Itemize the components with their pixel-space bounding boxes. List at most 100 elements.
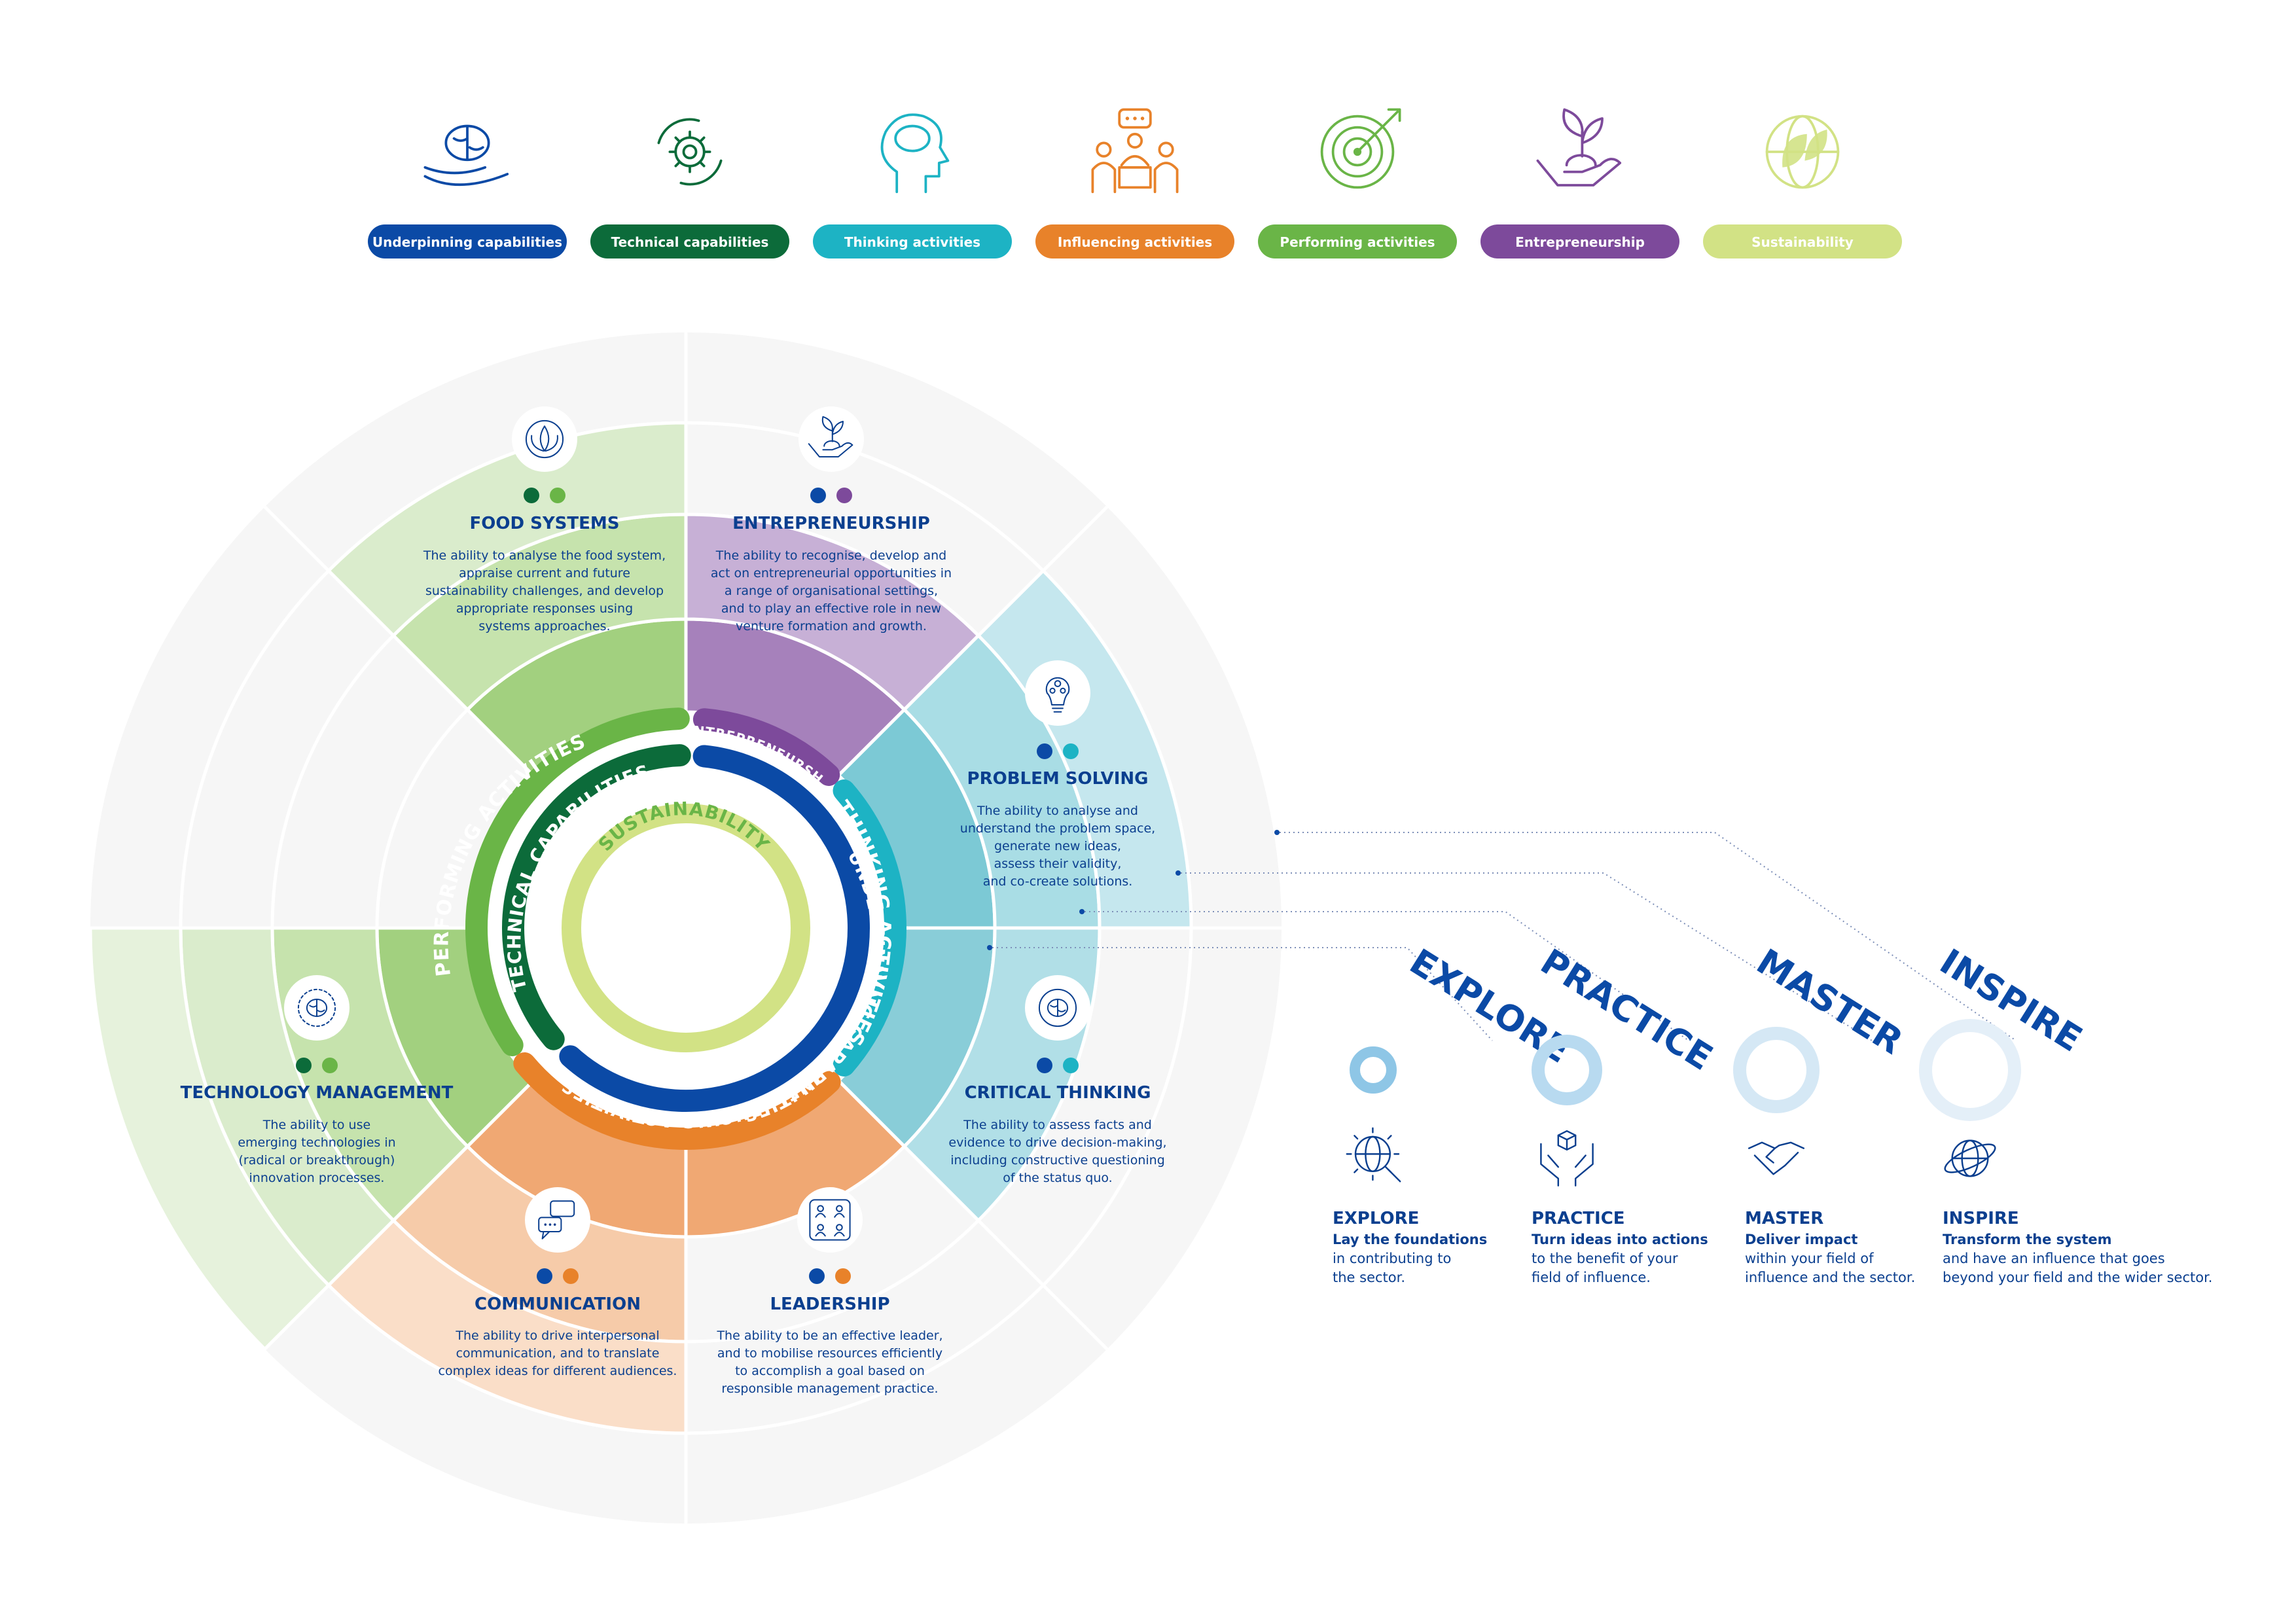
segment-description-line: a range of organisational settings, — [725, 584, 938, 598]
level-heading: MASTER — [1749, 941, 1910, 1063]
core-arc-underpinning-capabilities — [559, 745, 870, 1112]
segment-dot-primary — [524, 488, 539, 503]
connector-dot-inspire — [1274, 830, 1280, 835]
segment-description-line: appropriate responses using — [456, 601, 633, 616]
core-arc-performing-activities — [465, 707, 690, 1056]
segment-icon-badge — [525, 1187, 590, 1253]
legend-pill-bg — [813, 224, 1012, 259]
level-ring — [1532, 1035, 1602, 1105]
segment-description-line: of the status quo. — [1003, 1171, 1112, 1185]
segment-description-line: (radical or breakthrough) — [239, 1153, 395, 1168]
legend-icon-brain-in-hand-icon — [423, 124, 509, 187]
legend-pill-5: Performing activities — [1258, 224, 1457, 259]
legend-pill-6: Entrepreneurship — [1480, 224, 1679, 259]
legend-pill-bg — [1258, 224, 1457, 259]
legend-pill-bg — [1480, 224, 1679, 259]
competency-wheel — [88, 332, 1282, 1524]
legend-pill-label: Influencing activities — [1058, 234, 1212, 250]
level-ring — [1919, 1019, 2021, 1121]
segment-icon-badge — [512, 406, 577, 472]
segment-title: TECHNOLOGY MANAGEMENT — [181, 1083, 454, 1103]
segment-description-line: emerging technologies in — [238, 1135, 395, 1150]
brain-cycle-icon — [1038, 988, 1077, 1027]
segment-description-line: The ability to assess facts and — [963, 1118, 1152, 1132]
segment-description-line: The ability to recognise, develop and — [715, 548, 946, 563]
segment-dot-primary — [1037, 743, 1052, 759]
connector-dot-practice — [1079, 909, 1085, 914]
level-description-line: beyond your field and the wider sector. — [1943, 1270, 2212, 1285]
legend-pill-bg — [368, 224, 567, 259]
segment-dot-primary — [809, 1268, 825, 1284]
segment-dot-secondary — [835, 1268, 851, 1284]
core-arc-entrepreneurship — [692, 708, 840, 786]
segment-description-line: responsible management practice. — [721, 1382, 938, 1396]
segment-description-line: and to mobilise resources efficiently — [717, 1346, 942, 1361]
level-ring — [1733, 1027, 1820, 1113]
legend-icon-target-arrow-icon — [1320, 108, 1401, 189]
segment-dot-secondary — [322, 1058, 338, 1073]
leaf-circle-icon — [525, 419, 564, 459]
sprout-hand-icon — [808, 416, 853, 457]
segment-description-line: assess their validity, — [994, 857, 1122, 871]
segment-description-line: The ability to analyse the food system, — [423, 548, 666, 563]
level-ring — [1350, 1046, 1397, 1094]
legend-pill-label: Technical capabilities — [611, 234, 769, 250]
handshake-icon — [1748, 1141, 1805, 1175]
level-title: EXPLORE — [1333, 1209, 1419, 1228]
level-connectors — [987, 830, 2017, 1041]
legend-icon-head-brain-icon — [880, 113, 950, 194]
segment-entrepreneurship: ENTREPRENEURSHIP The ability to recognise… — [711, 406, 952, 633]
segment-description-line: act on entrepreneurial opportunities in — [711, 566, 952, 580]
legend-icon-sprout-hand-icon — [1536, 108, 1622, 187]
globe-orbit-icon — [1944, 1139, 1996, 1177]
level-subtitle: Transform the system — [1943, 1232, 2112, 1247]
globe-magnifier-icon — [1346, 1127, 1401, 1183]
segment-title: FOOD SYSTEMS — [470, 514, 620, 533]
core-arc-thinking-activities — [833, 779, 906, 1077]
segment-dot-secondary — [550, 488, 565, 503]
level-description-line: the sector. — [1333, 1270, 1405, 1285]
segment-description-line: sustainability challenges, and develop — [425, 584, 664, 598]
segment-icon-badge — [798, 406, 864, 472]
level-description-line: influence and the sector. — [1745, 1270, 1915, 1285]
level-title: MASTER — [1745, 1209, 1823, 1228]
segment-title: CRITICAL THINKING — [965, 1083, 1151, 1103]
segment-description-line: venture formation and growth. — [736, 619, 927, 633]
legend-pill-label: Underpinning capabilities — [372, 234, 562, 250]
segment-title: LEADERSHIP — [770, 1294, 889, 1314]
connector-master — [1181, 872, 1873, 1041]
segment-description-line: understand the problem space, — [960, 821, 1155, 836]
legend-icon-leaf-globe-icon — [1765, 115, 1840, 189]
legend-pill-4: Influencing activities — [1035, 224, 1234, 259]
segment-dot-primary — [537, 1268, 552, 1284]
segment-description-line: appraise current and future — [459, 566, 630, 580]
segment-title: ENTREPRENEURSHIP — [732, 514, 930, 533]
legend-pill-7: Sustainability — [1703, 224, 1902, 259]
lightbulb-icon — [1045, 677, 1070, 713]
hands-cube-icon — [1540, 1130, 1594, 1187]
segment-description-line: evidence to drive decision-making, — [948, 1135, 1166, 1150]
segment-description-line: innovation processes. — [249, 1171, 385, 1185]
segment-food-systems: FOOD SYSTEMS The ability to analyse the f… — [423, 406, 666, 633]
chat-bubbles-icon — [538, 1200, 575, 1240]
legend-pill-bg — [590, 224, 789, 259]
level-description-line: to the benefit of your — [1532, 1251, 1678, 1266]
segment-description-line: The ability to drive interpersonal — [455, 1329, 659, 1343]
segment-annotations: FOOD SYSTEMS The ability to analyse the f… — [181, 406, 1167, 1396]
connector-explore — [992, 947, 1493, 1041]
legend-pill-bg — [1703, 224, 1902, 259]
segment-icon-badge — [797, 1187, 863, 1253]
segment-dot-secondary — [1063, 743, 1079, 759]
inner-hub — [471, 713, 901, 1143]
level-subtitle: Turn ideas into actions — [1532, 1232, 1708, 1247]
sector-food-systems-level-3 — [326, 421, 688, 638]
level-description-line: field of influence. — [1532, 1270, 1651, 1285]
